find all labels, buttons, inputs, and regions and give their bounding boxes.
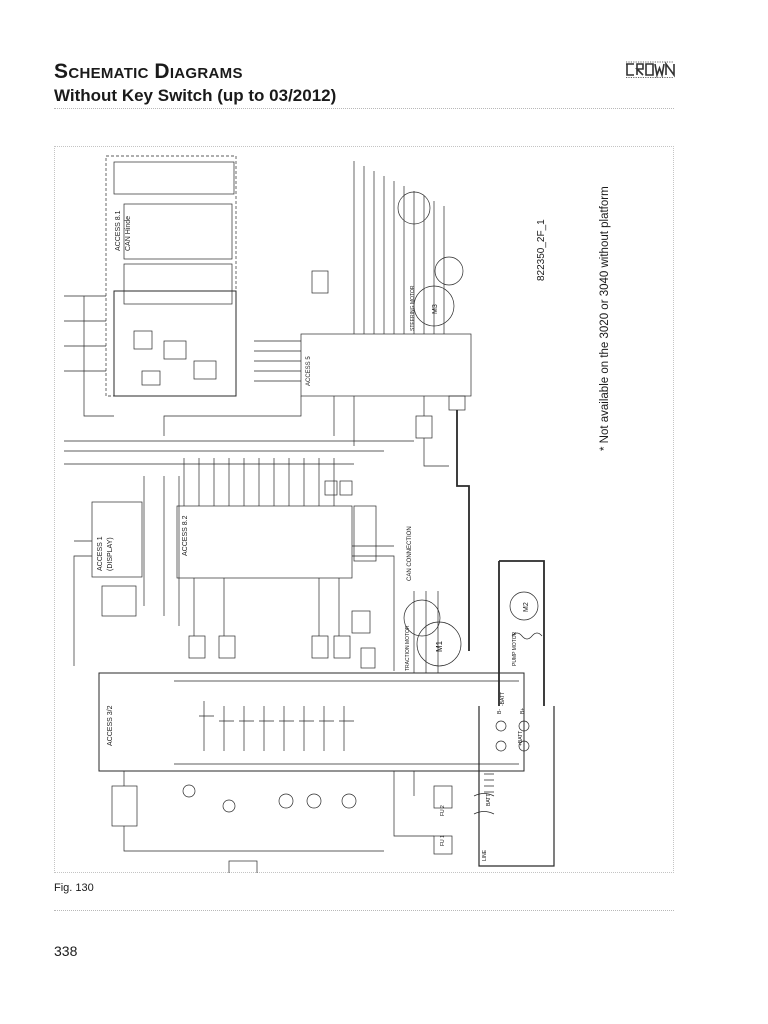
label-batt: BATT [486, 794, 492, 806]
page-number: 338 [54, 943, 78, 959]
title-rest-2: IAGRAMS [169, 65, 243, 82]
label-display: (DISPLAY) [107, 537, 114, 571]
footer-rule [54, 910, 674, 911]
label-access-5: ACCESS 5 [306, 356, 312, 386]
label-neg-batt: -BATT [500, 692, 506, 706]
label-access-8-2: ACCESS 8.2 [182, 515, 189, 556]
label-line: LINE [482, 849, 488, 861]
title-cap-d: D [154, 60, 170, 83]
label-access-3-2: ACCESS 3/2 [107, 705, 114, 746]
header-rule [54, 108, 674, 109]
schematic-diagram: ACCESS 8.1 CAN Hinde ACCESS 5 ACCESS 1 (… [64, 155, 611, 873]
label-m1: M1 [435, 640, 444, 652]
crown-logo [626, 61, 675, 79]
availability-footnote: * Not available on the 3020 or 3040 with… [599, 186, 611, 451]
label-fu2: FU 2 [440, 805, 446, 816]
schematic-frame [54, 146, 674, 873]
page-subtitle: Without Key Switch (up to 03/2012) [54, 86, 337, 105]
title-cap-s: S [54, 60, 69, 83]
label-fu1: FU 1 [440, 835, 446, 846]
label-traction-motor: TRACTION MOTOR [405, 625, 411, 671]
label-m2: M2 [523, 602, 530, 612]
title-rest-1: CHEMATIC [68, 65, 149, 82]
label-pump-motor: PUMP MOTOR [512, 631, 518, 666]
label-access-8-1: ACCESS 8.1 [115, 210, 122, 251]
figure-caption: Fig. 130 [54, 882, 94, 894]
label-can-connection: CAN CONNECTION [407, 526, 413, 581]
label-pos-batt: +BATT [518, 731, 524, 746]
page-title: SCHEMATIC DIAGRAMS [54, 60, 243, 84]
label-b-neg: B- [497, 709, 503, 714]
label-can-hinde: CAN Hinde [125, 216, 132, 251]
label-steering-motor: STEERING MOTOR [410, 285, 416, 331]
drawing-number: 822350_2F_1 [536, 219, 547, 281]
label-b-pos: B+ [520, 708, 526, 714]
label-access-1: ACCESS 1 [97, 536, 104, 571]
label-m3: M3 [432, 304, 439, 314]
